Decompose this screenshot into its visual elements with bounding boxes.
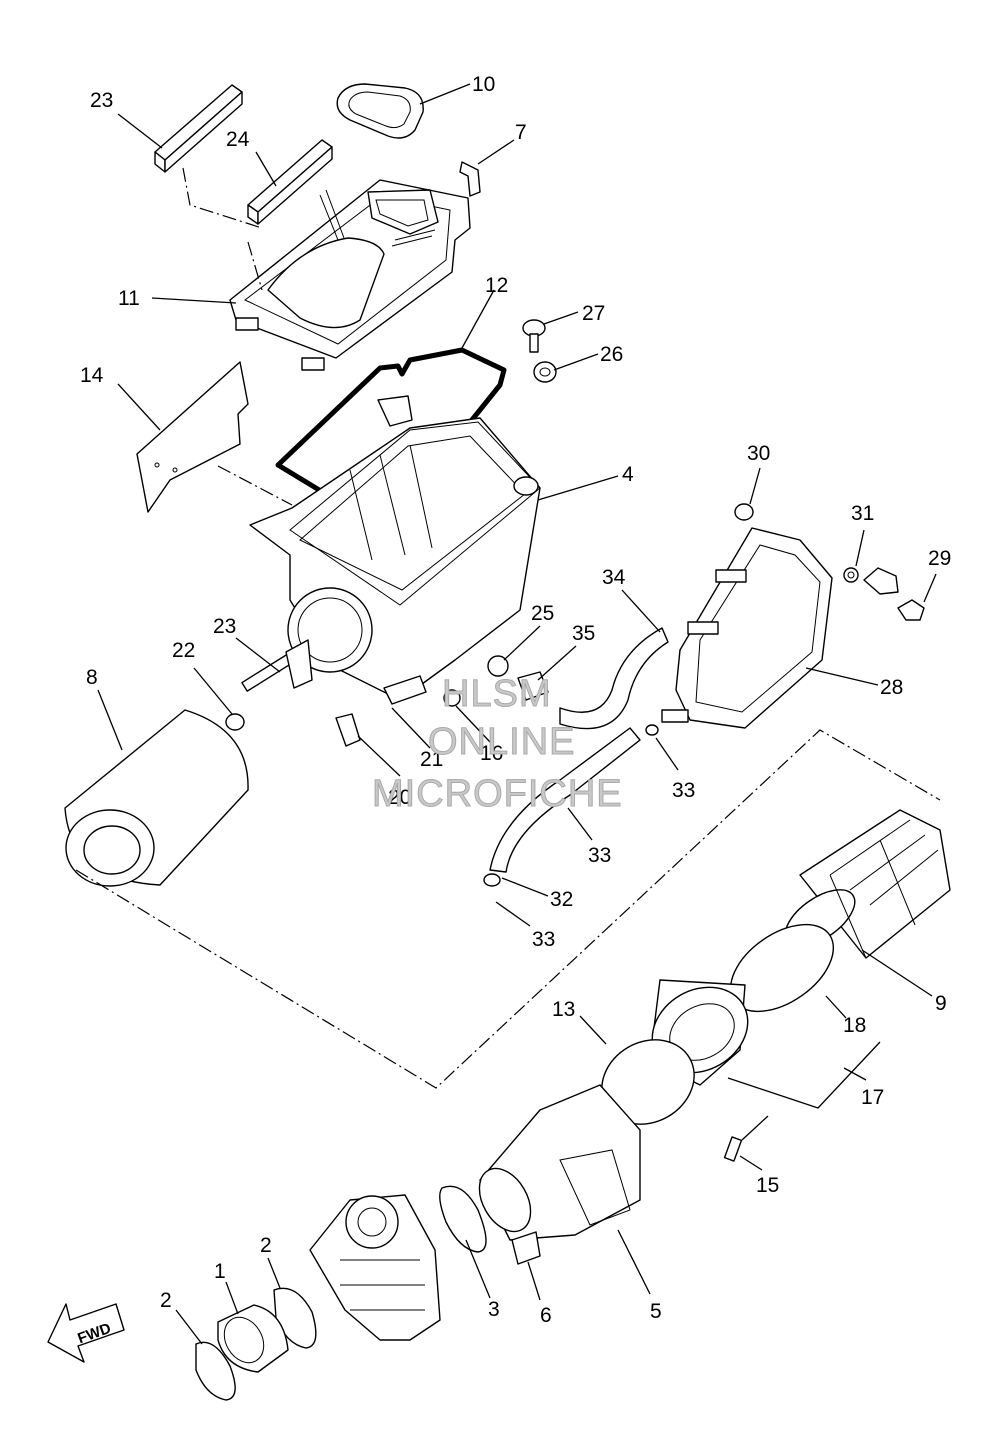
plug — [443, 689, 461, 707]
callout-22: 23 — [213, 615, 236, 638]
callout-26: 27 — [582, 302, 605, 325]
callout-31: 32 — [550, 888, 573, 911]
screw — [863, 567, 925, 621]
callout-labels: 23 24 10 7 11 12 14 27 26 4 30 31 29 28 … — [80, 73, 951, 1327]
sensor — [511, 1231, 541, 1265]
joint — [517, 671, 549, 701]
callout-8: 8 — [86, 666, 98, 689]
collar — [734, 503, 754, 521]
grommet-small — [487, 655, 509, 677]
callout-35: 35 — [572, 622, 595, 645]
clip — [459, 161, 481, 197]
callout-16: 16 — [480, 742, 503, 765]
callout-18: 18 — [843, 1014, 866, 1037]
callout-2: 2 — [160, 1289, 172, 1312]
callout-11: 11 — [118, 287, 140, 310]
fwd-arrow-icon: FWD — [47, 1303, 125, 1363]
callout-23: 24 — [226, 128, 250, 151]
callout-7: 7 — [515, 121, 527, 144]
drain-hose-long — [489, 727, 641, 873]
callout-6: 6 — [540, 1304, 552, 1327]
callout-9: 9 — [935, 992, 947, 1015]
reference-line-cover — [182, 167, 263, 291]
hose-clamp-lower — [483, 873, 501, 887]
callout-27: 28 — [880, 676, 903, 699]
leader-lines — [97, 83, 937, 1345]
drain-hose — [383, 675, 427, 705]
callout-25: 26 — [600, 343, 623, 366]
seal-ring — [336, 83, 424, 139]
callout-4: 4 — [622, 463, 634, 486]
intake-joint — [478, 1084, 641, 1241]
reference-line-case — [217, 465, 293, 506]
air-box-cover — [229, 179, 471, 371]
callout-10: 10 — [472, 73, 495, 96]
callout-14: 14 — [80, 364, 104, 387]
watermark: HLSM ONLINE MICROFICHE — [372, 673, 623, 816]
carburetor — [309, 1194, 441, 1341]
washer-small — [225, 713, 245, 731]
callout-30: 31 — [851, 502, 874, 525]
callout-23: 23 — [90, 89, 113, 112]
callout-24: 25 — [531, 602, 554, 625]
watermark-line-1: HLSM — [442, 673, 552, 715]
callout-3: 3 — [488, 1298, 500, 1321]
watermark-line-3: MICROFICHE — [372, 773, 623, 815]
reference-line-filter — [75, 729, 941, 1089]
clamp-c — [195, 1341, 236, 1401]
clamp-a — [439, 1185, 487, 1253]
callout-33: 33 — [672, 779, 695, 802]
carburetor-joint — [217, 1304, 289, 1373]
callout-34: 34 — [602, 566, 626, 589]
callout-1: 1 — [214, 1260, 226, 1283]
bolt — [522, 319, 546, 353]
callout-33: 33 — [532, 928, 555, 951]
breather-tank — [661, 527, 833, 729]
foam-strip-lower — [247, 139, 333, 225]
callout-2: 2 — [260, 1234, 272, 1257]
wing-bolt — [241, 639, 313, 692]
callout-20: 21 — [420, 748, 443, 771]
rivet — [723, 1136, 743, 1162]
watermark-line-2: ONLINE — [428, 721, 575, 763]
decal — [136, 361, 249, 513]
washer — [843, 567, 859, 583]
callout-15: 15 — [756, 1174, 779, 1197]
callout-28: 29 — [928, 547, 951, 570]
callout-5: 5 — [650, 1300, 662, 1323]
callout-12: 12 — [485, 274, 508, 297]
breather-hose — [559, 627, 669, 730]
callout-17: 17 — [861, 1086, 884, 1109]
callout-19: 20 — [388, 786, 411, 809]
cap — [335, 713, 361, 747]
callout-32: 33 — [588, 844, 611, 867]
callout-13: 13 — [552, 998, 575, 1021]
air-filter — [64, 709, 249, 887]
grommet — [533, 361, 557, 383]
callout-29: 30 — [747, 442, 770, 465]
hose-clamp-upper — [645, 724, 659, 736]
callout-21: 22 — [172, 639, 195, 662]
foam-strip-upper — [154, 84, 243, 173]
air-box-case — [249, 395, 541, 701]
